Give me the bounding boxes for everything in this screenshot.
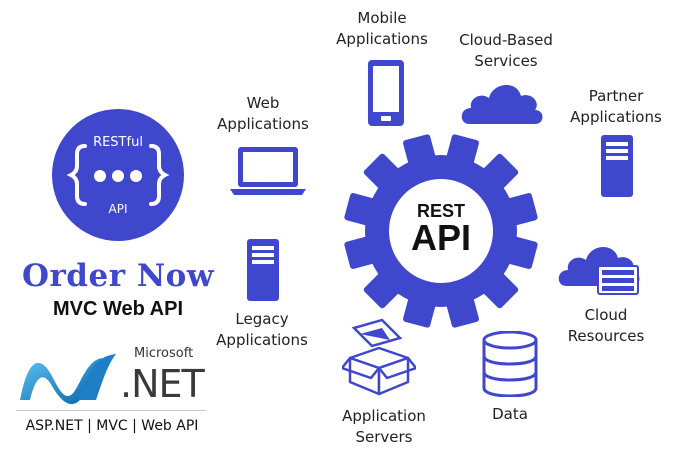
restful-api-badge: RESTful API (51, 108, 185, 242)
dotnet-footer: ASP.NET | MVC | Web API (25, 418, 199, 434)
application-servers-label: Application Servers (342, 407, 426, 446)
gear-icon (344, 134, 538, 328)
mvc-web-api-title: MVC Web API (52, 298, 183, 320)
open-box-icon (342, 318, 416, 396)
mobile-applications-label: Mobile Applications (336, 9, 428, 48)
dotnet-logo: Microsoft .NET (18, 346, 208, 408)
database-icon (482, 331, 538, 397)
badge-bottom-text: API (108, 202, 128, 216)
divider (16, 410, 206, 411)
cloud-icon (461, 84, 543, 124)
cloud-resources-label: Cloud Resources (567, 306, 645, 345)
badge-top-text: RESTful (93, 135, 143, 150)
mobile-phone-icon (368, 60, 404, 126)
server-icon (601, 135, 633, 197)
data-label: Data (492, 405, 528, 423)
legacy-applications-label: Legacy Applications (216, 310, 308, 349)
hub-line1: REST (416, 201, 465, 221)
microsoft-label: Microsoft (134, 346, 194, 361)
braces-icon (52, 109, 184, 241)
net-label: .NET (120, 362, 205, 406)
cloud-based-services-label: Cloud-Based Services (459, 31, 553, 70)
order-now-heading[interactable]: Order Now (21, 258, 215, 294)
rest-api-hub: REST API (343, 133, 539, 329)
laptop-icon (230, 147, 306, 195)
cloud-server-icon (558, 246, 640, 295)
dotnet-wave-icon (20, 354, 116, 405)
hub-line2: API (410, 217, 471, 258)
partner-applications-label: Partner Applications (570, 87, 662, 126)
web-applications-label: Web Applications (217, 94, 309, 133)
server-icon (247, 239, 279, 301)
